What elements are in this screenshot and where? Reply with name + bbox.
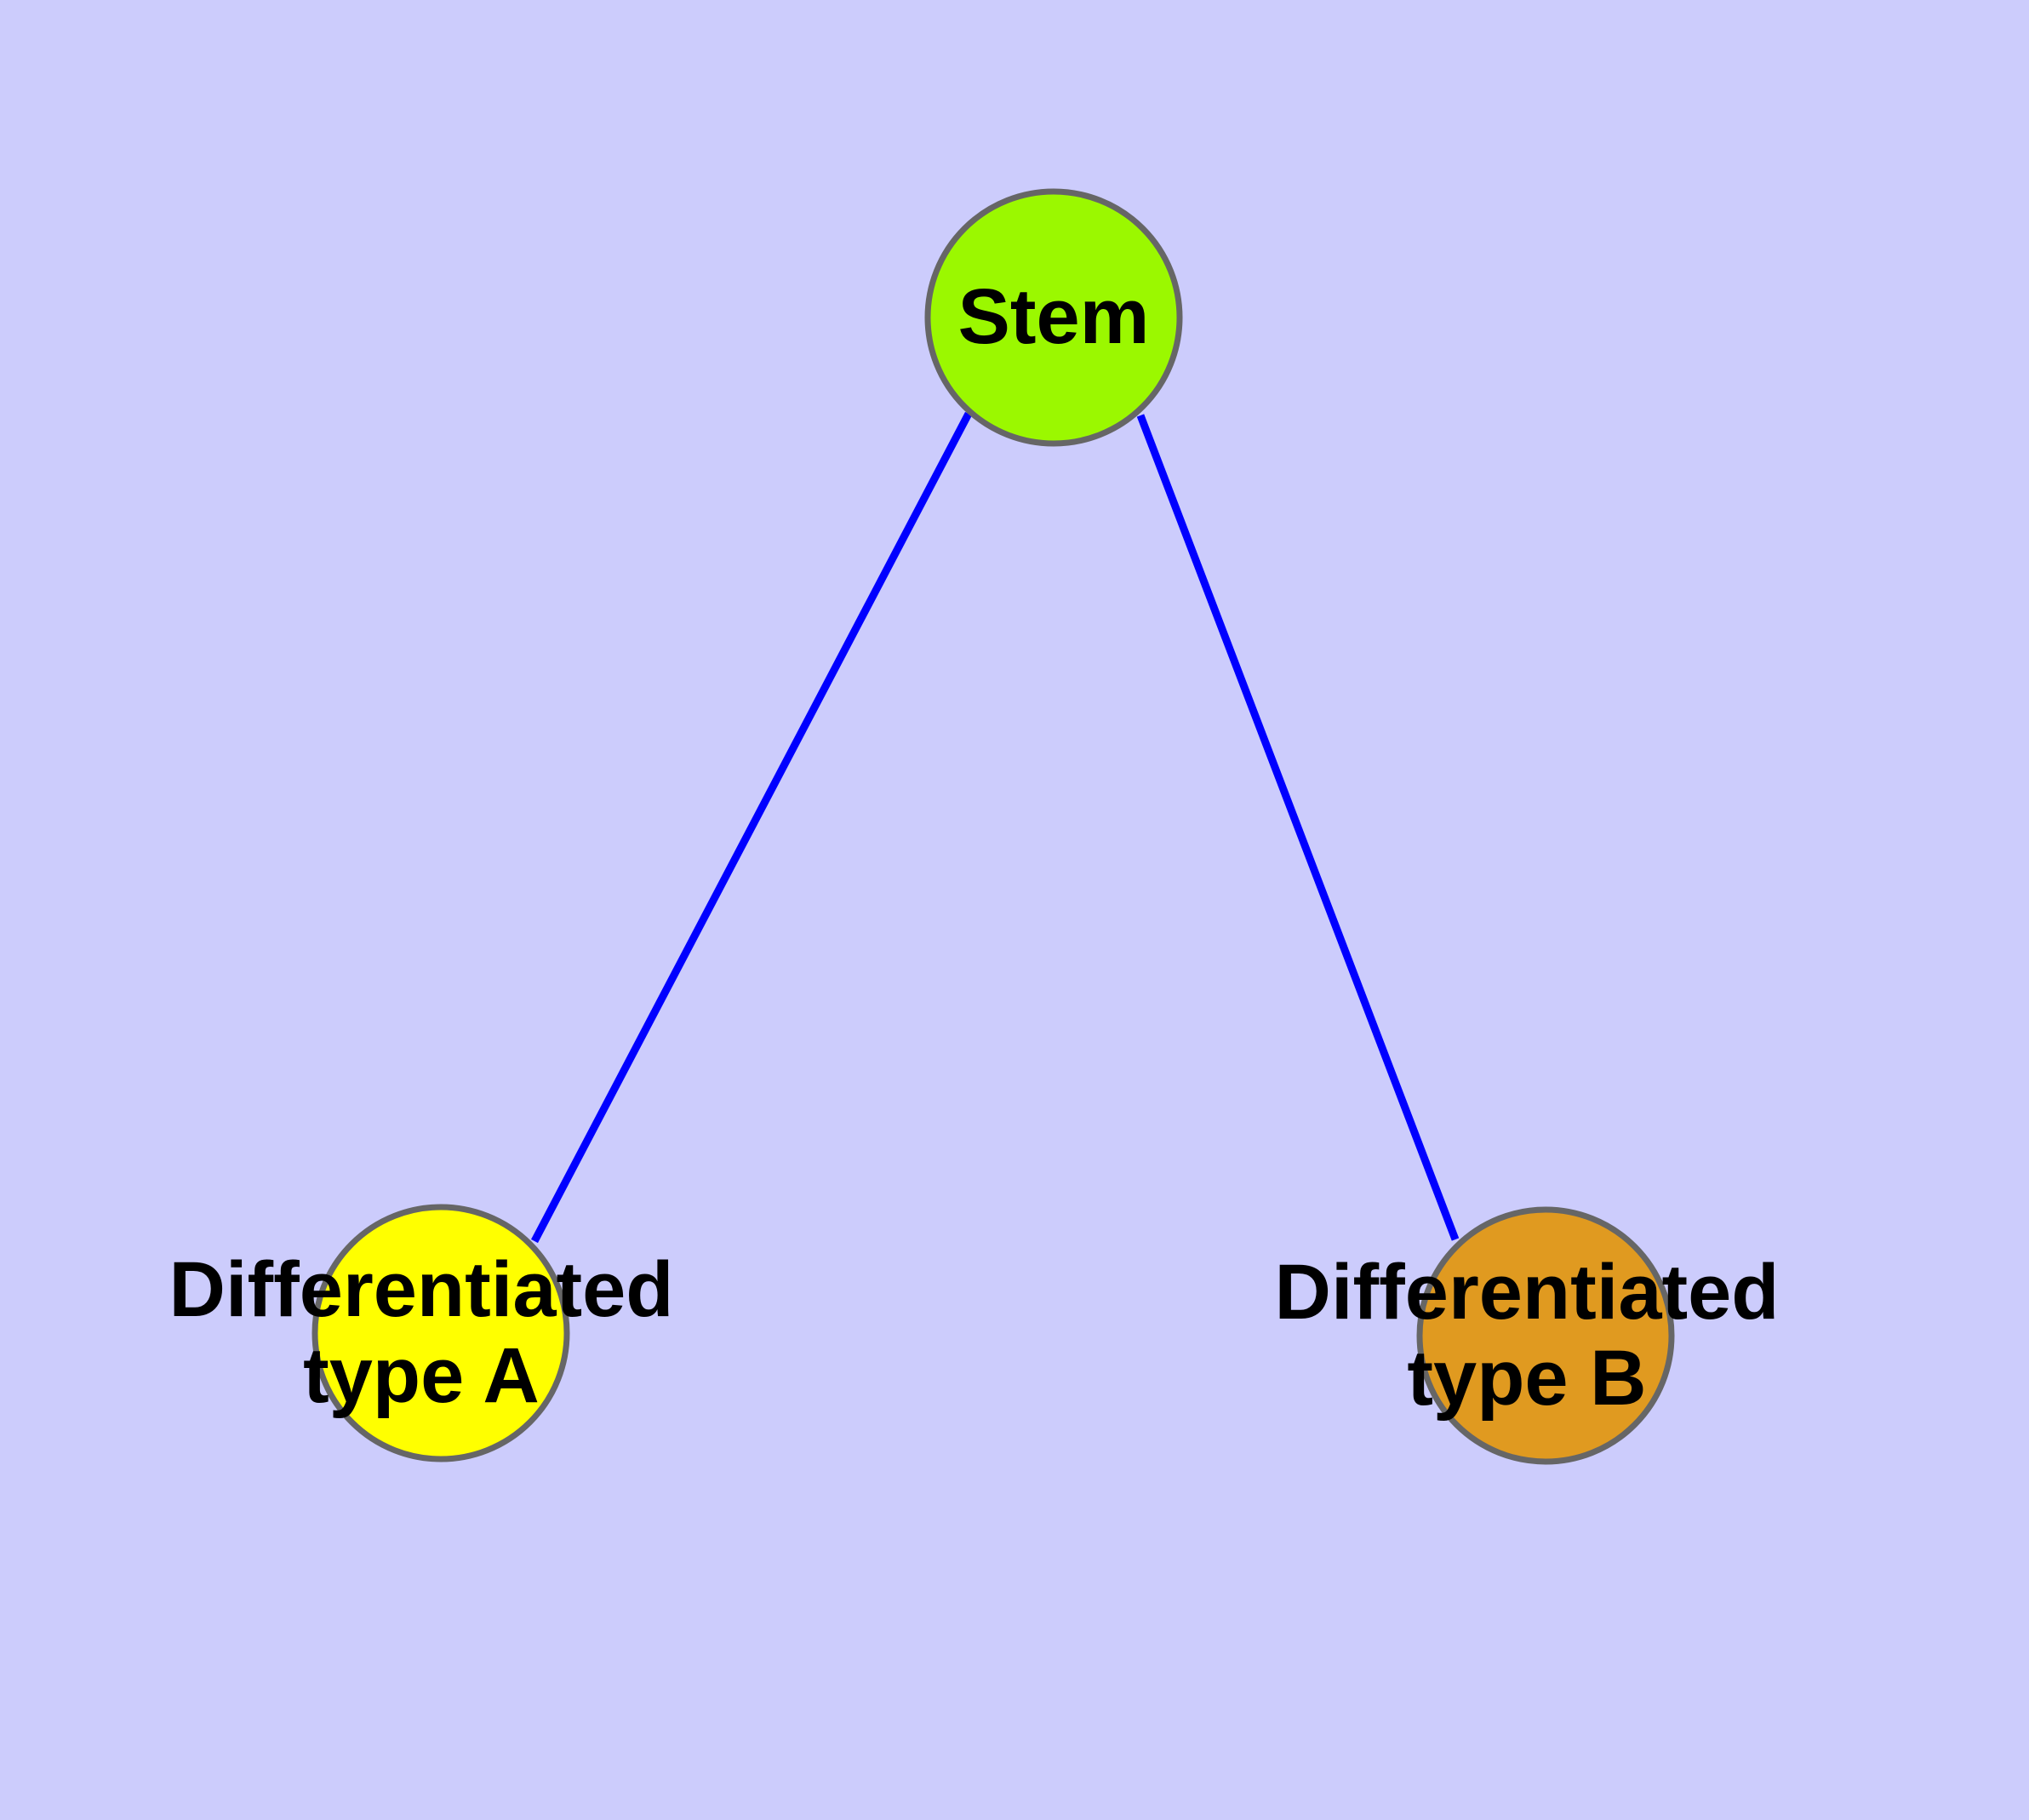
- node-stem-circle[interactable]: [924, 188, 1183, 447]
- node-stem-label-line-1: Stem: [958, 273, 1150, 360]
- node-layer: Stem: [311, 188, 1675, 1465]
- edge-stem-to-diff-b[interactable]: [1136, 414, 1460, 1241]
- node-diff-b-label-line-1: Differentiated: [1275, 1249, 1780, 1336]
- node-diff-a[interactable]: [311, 1204, 570, 1462]
- node-diff-a-circle[interactable]: [311, 1204, 570, 1462]
- edge-stem-to-diff-a[interactable]: [531, 411, 972, 1244]
- node-diff-a-label-line-2: type A: [303, 1332, 540, 1419]
- node-diff-b-label-line-2: type B: [1407, 1335, 1646, 1422]
- node-diff-b-circle[interactable]: [1416, 1206, 1675, 1465]
- node-stem[interactable]: Stem: [924, 188, 1183, 447]
- node-diff-a-label-line-1: Differentiated: [169, 1246, 674, 1333]
- node-diff-b[interactable]: [1416, 1206, 1675, 1465]
- edge-layer: [531, 411, 1460, 1244]
- label-layer: Differentiated type A Differentiated typ…: [169, 1246, 1780, 1422]
